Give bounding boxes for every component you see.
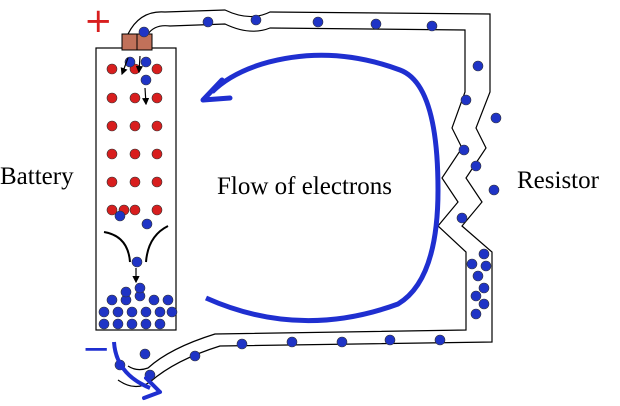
proton	[106, 204, 118, 216]
battery-label: Battery	[0, 163, 74, 190]
electron	[286, 336, 298, 348]
electron	[478, 248, 490, 260]
proton	[129, 204, 141, 216]
electron-flow-arrowhead	[200, 77, 233, 103]
proton	[129, 120, 141, 132]
electron	[470, 160, 482, 172]
exit-flow-arrow	[112, 341, 151, 390]
electron	[112, 306, 124, 318]
electron	[148, 294, 160, 306]
electron	[98, 318, 110, 330]
electron	[140, 56, 152, 68]
electron-group	[98, 14, 502, 381]
electron	[154, 318, 166, 330]
flow-label: Flow of electrons	[217, 173, 392, 200]
proton	[106, 63, 118, 75]
funnel-curve-right	[145, 225, 169, 263]
electron	[250, 14, 262, 26]
resistor-label: Resistor	[517, 167, 599, 194]
electron	[470, 308, 482, 320]
electron	[140, 306, 152, 318]
proton	[151, 92, 163, 104]
electron	[470, 290, 482, 302]
electron	[384, 334, 396, 346]
electron	[126, 318, 138, 330]
electron	[480, 260, 492, 272]
funnel-curve-left	[103, 231, 131, 263]
proton	[151, 120, 163, 132]
electron-flow-arrow	[204, 52, 441, 324]
proton	[151, 148, 163, 160]
electron	[472, 60, 484, 72]
electron	[460, 94, 472, 106]
electron	[478, 298, 490, 310]
electron	[434, 334, 446, 346]
electron	[141, 218, 153, 230]
proton	[129, 148, 141, 160]
electron	[488, 184, 500, 196]
electron	[139, 348, 151, 360]
motion-arrow	[135, 55, 143, 74]
motion-arrows	[103, 55, 169, 284]
electron	[336, 336, 348, 348]
exit-flow-arrowhead	[142, 376, 162, 400]
electron	[202, 16, 214, 28]
proton	[106, 92, 118, 104]
proton	[106, 176, 118, 188]
electron	[126, 306, 138, 318]
electron	[166, 306, 178, 318]
electron	[458, 144, 470, 156]
electron	[112, 318, 124, 330]
electron	[312, 16, 324, 28]
proton	[129, 176, 141, 188]
proton	[151, 63, 163, 75]
electron	[114, 210, 126, 222]
negative-terminal-sign: −	[82, 329, 111, 369]
wire-inner-edge	[127, 23, 467, 371]
electron	[138, 26, 150, 38]
electron	[426, 20, 438, 32]
proton	[106, 148, 118, 160]
electron	[140, 74, 152, 86]
electron	[490, 112, 502, 124]
electron	[472, 270, 484, 282]
proton	[151, 176, 163, 188]
electron	[370, 18, 382, 30]
electron	[466, 258, 478, 270]
electron	[98, 306, 110, 318]
proton	[151, 204, 163, 216]
electron	[478, 282, 490, 294]
motion-arrow	[142, 87, 150, 106]
electron	[456, 212, 468, 224]
electron	[134, 282, 146, 294]
proton	[129, 92, 141, 104]
electron	[120, 286, 132, 298]
electron	[236, 338, 248, 350]
motion-arrow	[120, 57, 129, 76]
proton	[106, 120, 118, 132]
electron	[154, 306, 166, 318]
electron	[106, 294, 118, 306]
electron	[162, 294, 174, 306]
positive-terminal-sign: +	[84, 1, 113, 41]
electron	[131, 256, 143, 268]
electron	[189, 350, 201, 362]
electron	[140, 318, 152, 330]
